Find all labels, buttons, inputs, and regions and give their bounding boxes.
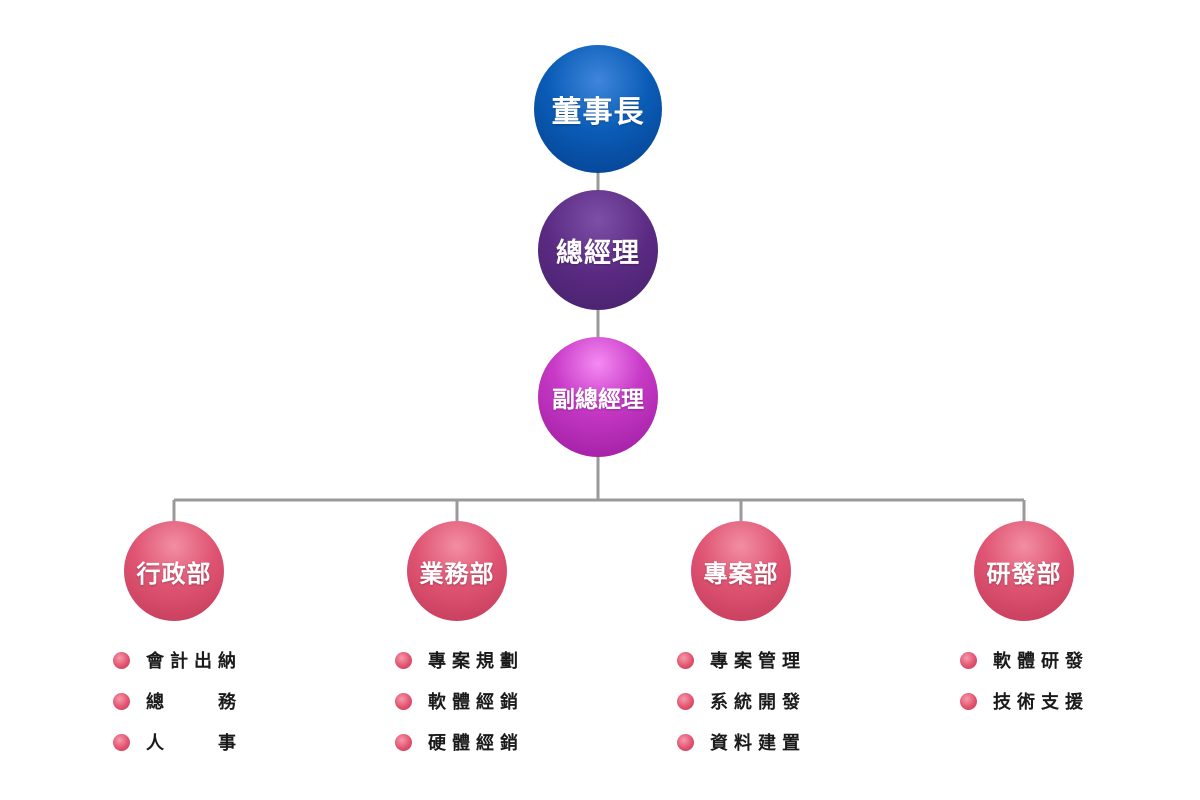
- list-item: 軟體經銷: [395, 691, 524, 713]
- chairman-label: 董事長: [551, 95, 645, 130]
- bullet-icon: [677, 733, 694, 751]
- dept-node-admin: 行政部: [124, 521, 224, 621]
- list-item: 專案管理: [677, 650, 806, 672]
- list-item: 硬體經銷: [395, 732, 524, 754]
- dept-label: 業務部: [419, 559, 495, 588]
- bullet-icon: [113, 692, 130, 710]
- list-item: 會計出納: [113, 650, 242, 672]
- bullet-icon: [677, 651, 694, 669]
- bullet-icon: [677, 692, 694, 710]
- item-label: 總 務: [146, 692, 242, 713]
- dept-node-project: 專案部: [691, 521, 791, 621]
- dept-items-rnd: 軟體研發 技術支援: [960, 650, 1089, 732]
- item-label: 會計出納: [146, 651, 242, 672]
- deputy-general-manager-label: 副總經理: [552, 387, 644, 413]
- list-item: 技術支援: [960, 691, 1089, 713]
- list-item: 專案規劃: [395, 650, 524, 672]
- bullet-icon: [113, 651, 130, 669]
- bullet-icon: [960, 651, 977, 669]
- dept-items-project: 專案管理 系統開發 資料建置: [677, 650, 806, 773]
- list-item: 軟體研發: [960, 650, 1089, 672]
- chairman-node: 董事長: [534, 45, 662, 173]
- item-label: 人 事: [146, 733, 242, 754]
- item-label: 硬體經銷: [428, 733, 524, 754]
- item-label: 專案規劃: [428, 651, 524, 672]
- general-manager-label: 總經理: [556, 237, 640, 269]
- dept-node-rnd: 研發部: [974, 521, 1074, 621]
- item-label: 技術支援: [993, 692, 1089, 713]
- bullet-icon: [960, 692, 977, 710]
- bullet-icon: [395, 651, 412, 669]
- dept-label: 行政部: [136, 559, 212, 588]
- item-label: 軟體經銷: [428, 692, 524, 713]
- bullet-icon: [395, 733, 412, 751]
- list-item: 資料建置: [677, 732, 806, 754]
- dept-items-admin: 會計出納 總 務 人 事: [113, 650, 242, 773]
- dept-node-sales: 業務部: [407, 521, 507, 621]
- list-item: 總 務: [113, 691, 242, 713]
- item-label: 資料建置: [710, 733, 806, 754]
- list-item: 系統開發: [677, 691, 806, 713]
- dept-label: 研發部: [986, 559, 1062, 588]
- dept-label: 專案部: [703, 559, 779, 588]
- item-label: 軟體研發: [993, 651, 1089, 672]
- bullet-icon: [395, 692, 412, 710]
- general-manager-node: 總經理: [538, 190, 658, 310]
- dept-items-sales: 專案規劃 軟體經銷 硬體經銷: [395, 650, 524, 773]
- bullet-icon: [113, 733, 130, 751]
- item-label: 專案管理: [710, 651, 806, 672]
- list-item: 人 事: [113, 732, 242, 754]
- deputy-general-manager-node: 副總經理: [538, 337, 658, 457]
- item-label: 系統開發: [710, 692, 806, 713]
